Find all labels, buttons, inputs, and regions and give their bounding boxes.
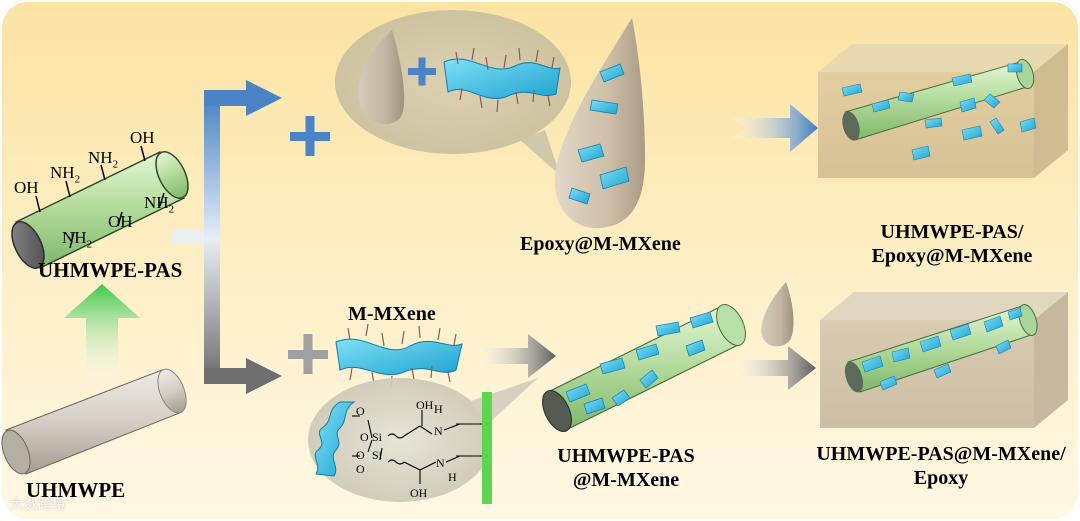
interface-structure-bubble — [308, 378, 538, 504]
hydroxyl-label-1: OH — [14, 178, 39, 197]
plus-sign-top — [290, 116, 330, 156]
modification-arrow — [64, 284, 140, 380]
arrow-to-coated-fiber — [478, 334, 556, 378]
struct-oh-bottom: OH — [410, 486, 428, 500]
watermark: 大数跨境 — [10, 497, 66, 513]
uhmwpe-fiber — [1, 368, 187, 475]
label-final-composite: UHMWPE-PAS@M-MXene/ Epoxy — [810, 442, 1072, 491]
amine-label-4: NH2 — [144, 193, 175, 216]
branch-connector — [172, 98, 220, 380]
m-mxene-sheet-bottom — [335, 323, 463, 389]
amine-label-2: NH2 — [88, 148, 119, 171]
label-uhmwpe-pas-epoxy-line2: Epoxy@M-MXene — [871, 245, 1033, 268]
struct-n-top: N — [434, 424, 443, 438]
epoxy-m-mxene-drop — [554, 18, 645, 229]
amine-label-1: NH2 — [50, 163, 81, 186]
epoxy-drop-bottom — [761, 282, 794, 347]
label-uhmwpe-pas-m-mxene: UHMWPE-PAS @M-MXene — [544, 444, 708, 493]
epoxy-drop-small — [358, 30, 405, 125]
label-uhmwpe-pas-epoxy: UHMWPE-PAS/ Epoxy@M-MXene — [862, 220, 1042, 269]
struct-oxygen-3: O — [356, 448, 365, 462]
struct-oxygen-1: O — [356, 404, 365, 418]
label-uhmwpe-pas: UHMWPE-PAS — [38, 258, 183, 282]
uhmwpe-pas-fiber — [11, 145, 189, 269]
struct-silicon-1: Si — [372, 430, 383, 444]
amine-label-3: NH2 — [62, 228, 93, 251]
label-final-composite-line2: Epoxy — [913, 467, 969, 490]
struct-oh-top: OH — [416, 398, 434, 412]
label-uhmwpe: UHMWPE — [26, 478, 126, 502]
plus-sign-bottom — [288, 334, 328, 374]
label-epoxy-m-mxene: Epoxy@M-MXene — [520, 233, 681, 255]
hydroxyl-label-2: OH — [130, 128, 155, 147]
label-uhmwpe-pas-m-mxene-line2: @M-MXene — [572, 469, 680, 492]
struct-oxygen-4: O — [356, 462, 365, 476]
plus-sign-bubble — [408, 57, 436, 86]
struct-h-top: H — [434, 402, 443, 416]
label-m-mxene: M-MXene — [348, 303, 436, 325]
struct-silicon-2: Si — [372, 448, 383, 462]
final-composite-block — [820, 292, 1068, 428]
label-uhmwpe-pas-m-mxene-line1: UHMWPE-PAS — [557, 445, 695, 467]
struct-n-bottom: N — [436, 456, 445, 470]
arrow-to-mxene-branch — [204, 358, 282, 394]
arrow-to-epoxy-branch — [204, 80, 282, 116]
arrow-to-epoxy-composite — [732, 104, 818, 152]
uhmwpe-pas-epoxy-composite — [818, 44, 1068, 178]
m-mxene-sheet-top — [443, 47, 561, 113]
uhmwpe-pas-m-mxene-fiber — [542, 304, 746, 432]
struct-oxygen-2: O — [360, 430, 369, 444]
label-uhmwpe-pas-epoxy-line1: UHMWPE-PAS/ — [880, 221, 1024, 243]
label-final-composite-line1: UHMWPE-PAS@M-MXene/ — [816, 443, 1066, 465]
hydroxyl-label-3: OH — [108, 212, 133, 231]
struct-h-bottom: H — [448, 470, 457, 484]
arrow-to-final-composite — [734, 346, 816, 390]
